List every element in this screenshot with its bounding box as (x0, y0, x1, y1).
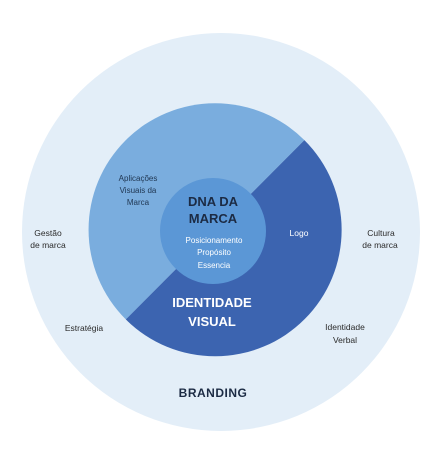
label-branding: BRANDING (179, 386, 248, 400)
label-logo: Logo (290, 228, 309, 238)
label-aplicacoes-line2: Visuais da (120, 186, 157, 195)
label-gestao-line2: de marca (30, 240, 66, 250)
label-identidade-verbal-line1: Identidade (325, 322, 365, 332)
label-cultura-line2: de marca (362, 240, 398, 250)
center-circle (160, 178, 266, 284)
label-cultura-line1: Cultura (367, 228, 395, 238)
label-identidade-visual-line2: VISUAL (188, 314, 236, 329)
center-title-line2: MARCA (189, 211, 238, 226)
center-item-posicionamento: Posicionamento (186, 236, 243, 245)
label-identidade-visual-line1: IDENTIDADE (172, 295, 252, 310)
label-aplicacoes-line1: Aplicações (119, 174, 158, 183)
center-item-essencia: Essencia (198, 261, 231, 270)
label-gestao-line1: Gestão (34, 228, 62, 238)
center-item-proposito: Propósito (197, 248, 231, 257)
label-identidade-verbal-line2: Verbal (333, 335, 357, 345)
center-title-line1: DNA DA (188, 194, 239, 209)
label-estrategia: Estratégia (65, 323, 104, 333)
label-aplicacoes-line3: Marca (127, 198, 150, 207)
